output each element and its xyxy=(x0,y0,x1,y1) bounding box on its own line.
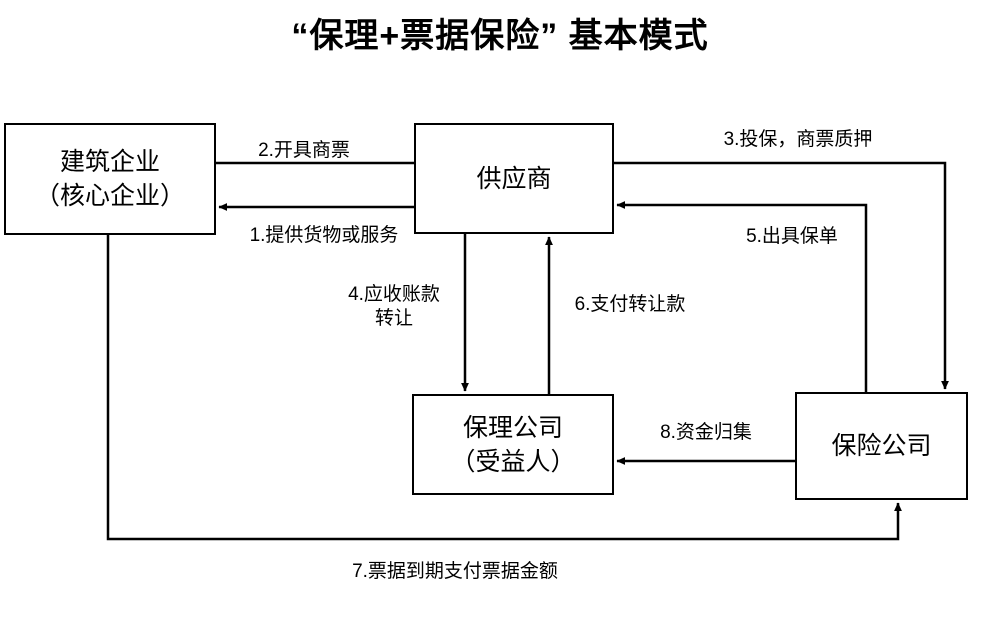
connector-edge-7 xyxy=(106,235,902,541)
connector-edge-3 xyxy=(614,161,949,390)
node-insurance-company-label: 保险公司 xyxy=(831,432,932,460)
edge-label-5: 5.出具保单 xyxy=(746,226,838,247)
edge-label-8: 8.资金归集 xyxy=(660,422,752,443)
edge-label-6: 6.支付转让款 xyxy=(574,294,686,315)
node-core-enterprise[interactable]: 建筑企业 （核心企业） xyxy=(4,123,216,235)
edge-label-7: 7.票据到期支付票据金额 xyxy=(352,561,558,582)
node-insurance-company[interactable]: 保险公司 xyxy=(795,392,968,500)
edge-label-2: 2.开具商票 xyxy=(258,140,350,161)
node-core-enterprise-label: 建筑企业 （核心企业） xyxy=(34,148,185,210)
page-title: “保理+票据保险” 基本模式 xyxy=(291,17,709,55)
node-supplier[interactable]: 供应商 xyxy=(414,123,614,234)
edge-label-3: 3.投保，商票质押 xyxy=(723,129,873,150)
node-factoring-company-label: 保理公司 （受益人） xyxy=(450,413,576,476)
connector-edge-5 xyxy=(616,201,868,392)
node-supplier-label: 供应商 xyxy=(476,164,552,193)
node-factoring-company[interactable]: 保理公司 （受益人） xyxy=(412,394,614,495)
edge-label-4: 4.应收账款 转让 xyxy=(348,284,440,329)
edge-label-1: 1.提供货物或服务 xyxy=(249,225,399,246)
